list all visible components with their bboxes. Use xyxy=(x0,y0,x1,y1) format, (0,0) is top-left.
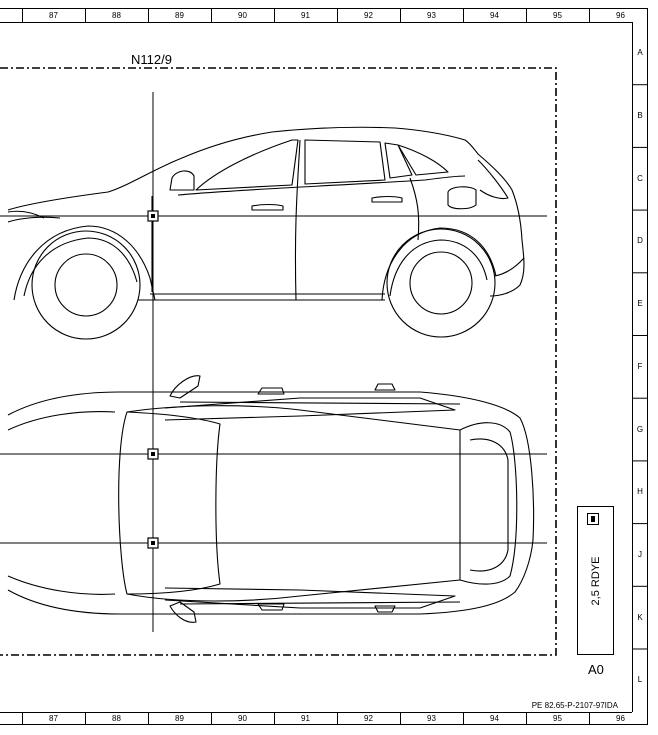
row-label: F xyxy=(637,361,643,371)
column-label: 90 xyxy=(238,714,247,723)
column-label: 96 xyxy=(616,11,625,20)
connector-plug-icon xyxy=(587,513,599,525)
row-label: H xyxy=(637,487,643,497)
connector-a0[interactable]: 2,5 RDYE xyxy=(577,506,614,655)
column-label: 91 xyxy=(301,11,310,20)
row-label: B xyxy=(637,111,643,121)
drawing-code: PE 82.65-P-2107-97IDA xyxy=(531,701,618,710)
column-label: 87 xyxy=(49,11,58,20)
row-label: A xyxy=(637,48,643,58)
column-label: 87 xyxy=(49,714,58,723)
column-label: 92 xyxy=(364,11,373,20)
component-boundary xyxy=(0,67,557,656)
column-label: 88 xyxy=(112,714,121,723)
column-label: 95 xyxy=(553,11,562,20)
vehicle-side-view xyxy=(7,126,525,340)
column-label: 94 xyxy=(490,714,499,723)
row-label: C xyxy=(637,173,643,183)
column-label: 92 xyxy=(364,714,373,723)
column-label: 96 xyxy=(616,714,625,723)
vehicle-top-view xyxy=(7,375,535,623)
row-label: E xyxy=(637,299,643,309)
diagram-id: N112/9 xyxy=(131,52,172,67)
column-label: 90 xyxy=(238,11,247,20)
row-label: J xyxy=(638,549,642,559)
column-label: 94 xyxy=(490,11,499,20)
row-label: G xyxy=(636,424,644,434)
column-label: 95 xyxy=(553,714,562,723)
row-label: L xyxy=(637,675,643,685)
row-label: K xyxy=(637,612,643,622)
row-label: D xyxy=(637,236,643,246)
column-label: 89 xyxy=(175,714,184,723)
reference-lines xyxy=(0,92,547,632)
connector-name: A0 xyxy=(588,662,604,677)
column-label: 93 xyxy=(427,11,436,20)
column-label: 88 xyxy=(112,11,121,20)
column-label: 93 xyxy=(427,714,436,723)
column-label: 91 xyxy=(301,714,310,723)
wire-label: 2,5 RDYE xyxy=(589,556,602,605)
column-label: 89 xyxy=(175,11,184,20)
